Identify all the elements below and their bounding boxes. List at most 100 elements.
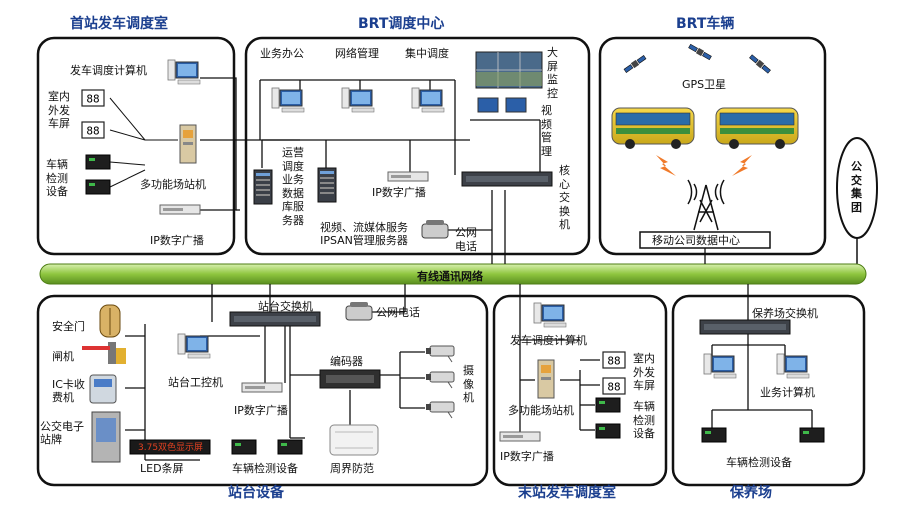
network-mgmt-label: 网络管理 [335,47,379,60]
station-vehicle-detection-label: 车辆检测设备 [232,462,298,475]
business-office-computer-icon [271,87,305,113]
big-screen-label: 大屏监控 [547,46,558,100]
station-industrial-pc-label: 站台工控机 [168,376,223,389]
center-ip-broadcast-icon [387,171,429,182]
video-mgmt-label: 视频管理 [541,104,552,158]
first-ip-broadcast-label: IP数字广播 [150,234,204,247]
video-wall-icon [475,51,543,89]
bus-group-label: 公交集团 [851,160,862,214]
center-phone-label: 公网电话 [455,226,477,253]
card-reader-icon [89,374,117,404]
encoder-icon [319,369,381,389]
wired-network-bus [39,263,867,285]
core-switch-icon [461,171,553,187]
station-equipment-title: 站台设备 [228,485,284,501]
last-multi-station-kiosk-icon [537,359,555,399]
led-bar-text: 3.75双色显示屏 [138,443,204,453]
last-multi-station-label: 多功能场站机 [508,404,574,417]
led-bar-label: LED条屏 [140,462,184,475]
wired-network-label: 有线通讯网络 [417,270,483,283]
media-server-icon [317,167,337,203]
station-switch-icon [229,311,321,327]
station-industrial-pc-icon [177,333,211,359]
maintenance-title: 保养场 [730,485,772,501]
bus-icon-left [611,107,695,150]
panel-maintenance [671,294,866,487]
station-phone-icon [345,302,373,321]
first-ip-broadcast-icon [159,204,201,215]
data-center-label: 移动公司数据中心 [652,234,740,247]
video-mgmt-computer-icon [477,97,527,113]
data-center-box [639,231,771,249]
first-multi-station-kiosk-icon [179,124,197,164]
bus-sign-label: 公交电子站牌 [40,420,84,446]
gps-label: GPS卫星 [682,78,727,91]
camera-icon-2 [425,371,455,389]
maintenance-detector-icon-2 [799,427,825,443]
ops-servers-label: 运营调度业务数据库服务器 [282,146,304,227]
media-servers-label: 视频、流媒体服务 IPSAN管理服务器 [320,221,408,247]
camera-icon-3 [425,401,455,419]
panel-last-station [492,294,668,487]
station-switch-label: 站台交换机 [258,300,313,313]
gate-label: 闸机 [52,350,74,363]
network-mgmt-computer-icon [341,87,375,113]
first-dispatch-computer-icon [167,59,201,85]
maintenance-detection-label: 车辆检测设备 [726,456,792,469]
ops-server-icon [253,169,273,205]
bus-icon-right [715,107,799,150]
station-ip-broadcast-label: IP数字广播 [234,404,288,417]
center-ip-broadcast-label: IP数字广播 [372,186,426,199]
brt-vehicle-title: BRT车辆 [676,16,735,32]
antenna-tower-icon [687,179,725,231]
panel-brt-vehicle [598,36,827,256]
satellite-icon-right [748,53,772,75]
first-indoor-screen-label: 室内外发车屏 [48,90,70,130]
maintenance-computer-icon-1 [703,353,737,379]
business-office-label: 业务办公 [260,47,304,60]
last-indoor-screen-icon [602,351,626,395]
led-bar-icon [129,439,211,455]
first-multi-station-label: 多功能场站机 [140,178,206,191]
maintenance-computer-icon-2 [776,353,810,379]
perimeter-label: 周界防范 [330,462,374,475]
maintenance-detector-icon-1 [701,427,727,443]
brt-center-title: BRT调度中心 [358,16,445,32]
gate-icon [82,342,126,364]
last-vehicle-detector-icon [595,397,621,439]
center-phone-icon [421,220,449,239]
last-vehicle-detection-label: 车辆检测设备 [633,400,655,440]
connection-lines [125,77,813,461]
last-ip-broadcast-icon [499,431,541,442]
station-ip-broadcast-icon [241,382,283,393]
first-dispatch-computer-label: 发车调度计算机 [70,64,147,77]
ic-card-label: IC卡收费机 [52,378,85,404]
first-station-title: 首站发车调度室 [70,16,168,32]
first-vehicle-detection-label: 车辆检测设备 [46,158,68,198]
safety-door-label: 安全门 [52,320,85,333]
encoder-label: 编码器 [330,355,363,368]
camera-label: 摄像机 [463,364,474,404]
lightning-icon-left [656,155,676,176]
last-indoor-screen-label: 室内外发车屏 [633,352,655,392]
panel-brt-center [244,36,591,256]
central-dispatch-computer-icon [411,87,445,113]
perimeter-fence-icon [329,424,379,456]
bus-sign-icon [91,411,121,463]
panel-station-equipment [36,294,489,487]
central-dispatch-label: 集中调度 [405,47,449,60]
maintenance-switch-icon [699,319,791,335]
first-indoor-screen-icon [81,89,105,139]
last-dispatch-computer-label: 发车调度计算机 [510,334,587,347]
maintenance-computer-label: 业务计算机 [760,386,815,399]
station-vehicle-detector-icon [231,439,303,455]
lightning-icon-right [732,155,752,176]
safety-door-icon [99,304,121,338]
panel-first-station [36,36,236,256]
last-station-title: 末站发车调度室 [518,485,616,501]
camera-icon-1 [425,345,455,363]
last-ip-broadcast-label: IP数字广播 [500,450,554,463]
first-vehicle-detector-icon [85,154,111,195]
core-switch-label: 核心交换机 [559,164,570,231]
